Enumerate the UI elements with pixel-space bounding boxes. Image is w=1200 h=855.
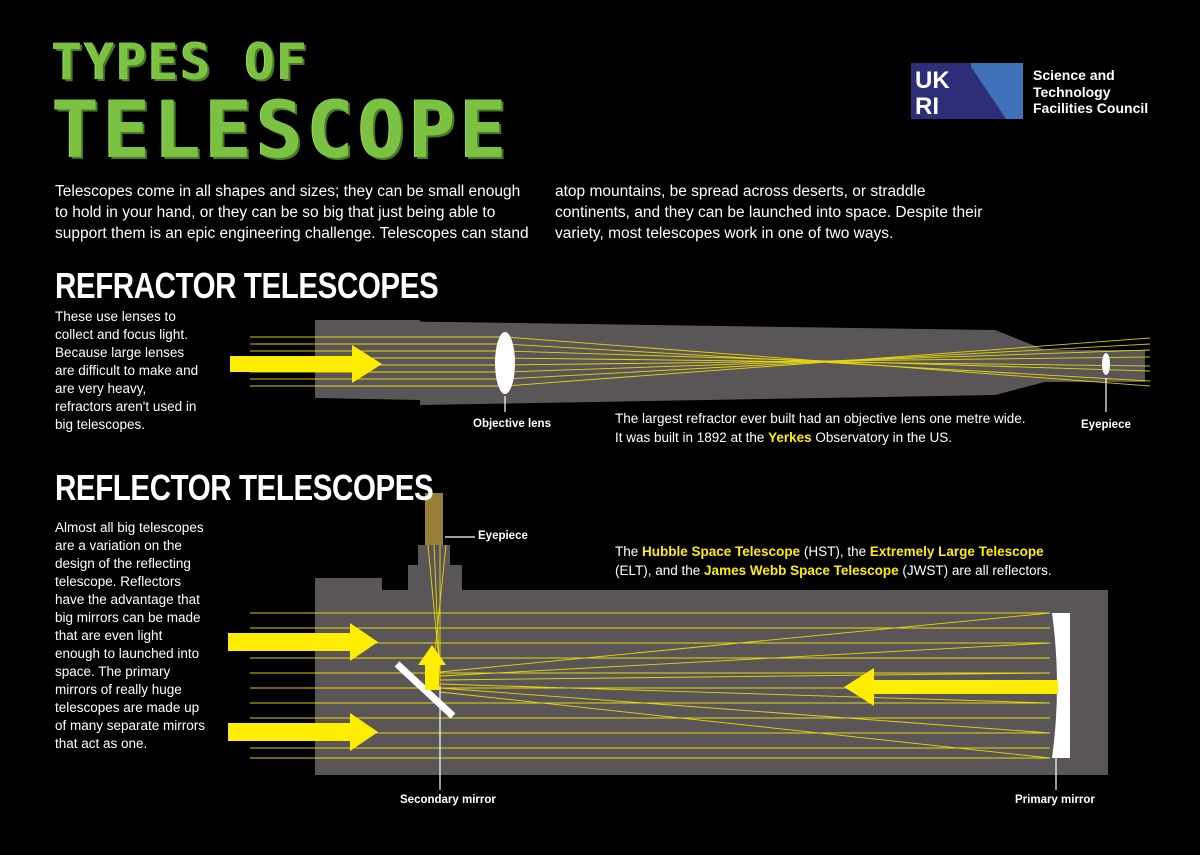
council-name: Science and Technology Facilities Counci…: [1033, 67, 1148, 117]
title-line-2: TELESCOPE: [52, 86, 511, 176]
primary-mirror-label: Primary mirror: [1015, 794, 1095, 806]
eyepiece-focus-beam: [425, 493, 443, 545]
title-line-1: TYPES OF: [52, 33, 309, 91]
ukri-letters-bottom: RI: [915, 93, 939, 119]
refractor-light-rays: [250, 336, 1151, 387]
focus-arrow: [418, 645, 446, 690]
reflector-eyepiece-label: Eyepiece: [478, 530, 528, 542]
primary-mirror: [1052, 613, 1070, 758]
objective-lens: [495, 332, 515, 394]
reflector-light-rays: [250, 544, 1051, 759]
reflected-arrow: [844, 668, 1058, 706]
refractor-note: The largest refractor ever built had an …: [615, 410, 1035, 447]
reflector-note-hst: Hubble Space Telescope: [642, 544, 801, 559]
reflector-note-t4: (JWST) are all reflectors.: [898, 562, 1052, 578]
refractor-description: These use lenses to collect and focus li…: [55, 309, 199, 432]
objective-lens-label: Objective lens: [473, 418, 551, 430]
refractor-diagram: [230, 320, 1151, 412]
ukri-logo: UK RI: [911, 63, 1023, 119]
refractor-note-part-1: The largest refractor ever built had an …: [615, 411, 1026, 445]
reflector-heading: REFLECTOR TELESCOPES: [55, 467, 434, 508]
reflector-note-t1: The: [615, 544, 643, 559]
refractor-arrow: [230, 345, 382, 383]
eyepiece-lens: [1102, 353, 1110, 375]
reflector-description: Almost all big telescopes are a variatio…: [55, 520, 206, 751]
incoming-arrow-top: [228, 623, 378, 661]
council-line-3: Facilities Council: [1033, 100, 1149, 116]
reflector-note-t2: (HST), the: [800, 544, 870, 559]
refractor-note-highlight: Yerkes: [768, 429, 812, 445]
secondary-mirror-label: Secondary mirror: [400, 794, 496, 806]
ukri-letters-top: UK: [915, 67, 950, 94]
refractor-note-part-2: Observatory in the US.: [811, 429, 952, 445]
intro-text-right: atop mountains, be spread across deserts…: [555, 183, 983, 242]
council-line-2: Technology: [1033, 83, 1111, 100]
council-line-1: Science and: [1033, 67, 1115, 83]
reflector-note-elt: Extremely Large Telescope: [869, 544, 1044, 559]
refractor-eyepiece-label: Eyepiece: [1081, 419, 1131, 431]
reflector-note-jwst: James Webb Space Telescope: [704, 562, 899, 578]
incoming-arrow-bottom: [228, 713, 378, 751]
reflector-diagram: [228, 493, 1108, 790]
reflector-note-t3: (ELT), and the: [615, 562, 705, 578]
refractor-heading: REFRACTOR TELESCOPES: [55, 265, 439, 306]
intro-text-left: Telescopes come in all shapes and sizes;…: [55, 183, 529, 242]
reflector-note: The Hubble Space Telescope (HST), the Ex…: [615, 543, 1055, 580]
